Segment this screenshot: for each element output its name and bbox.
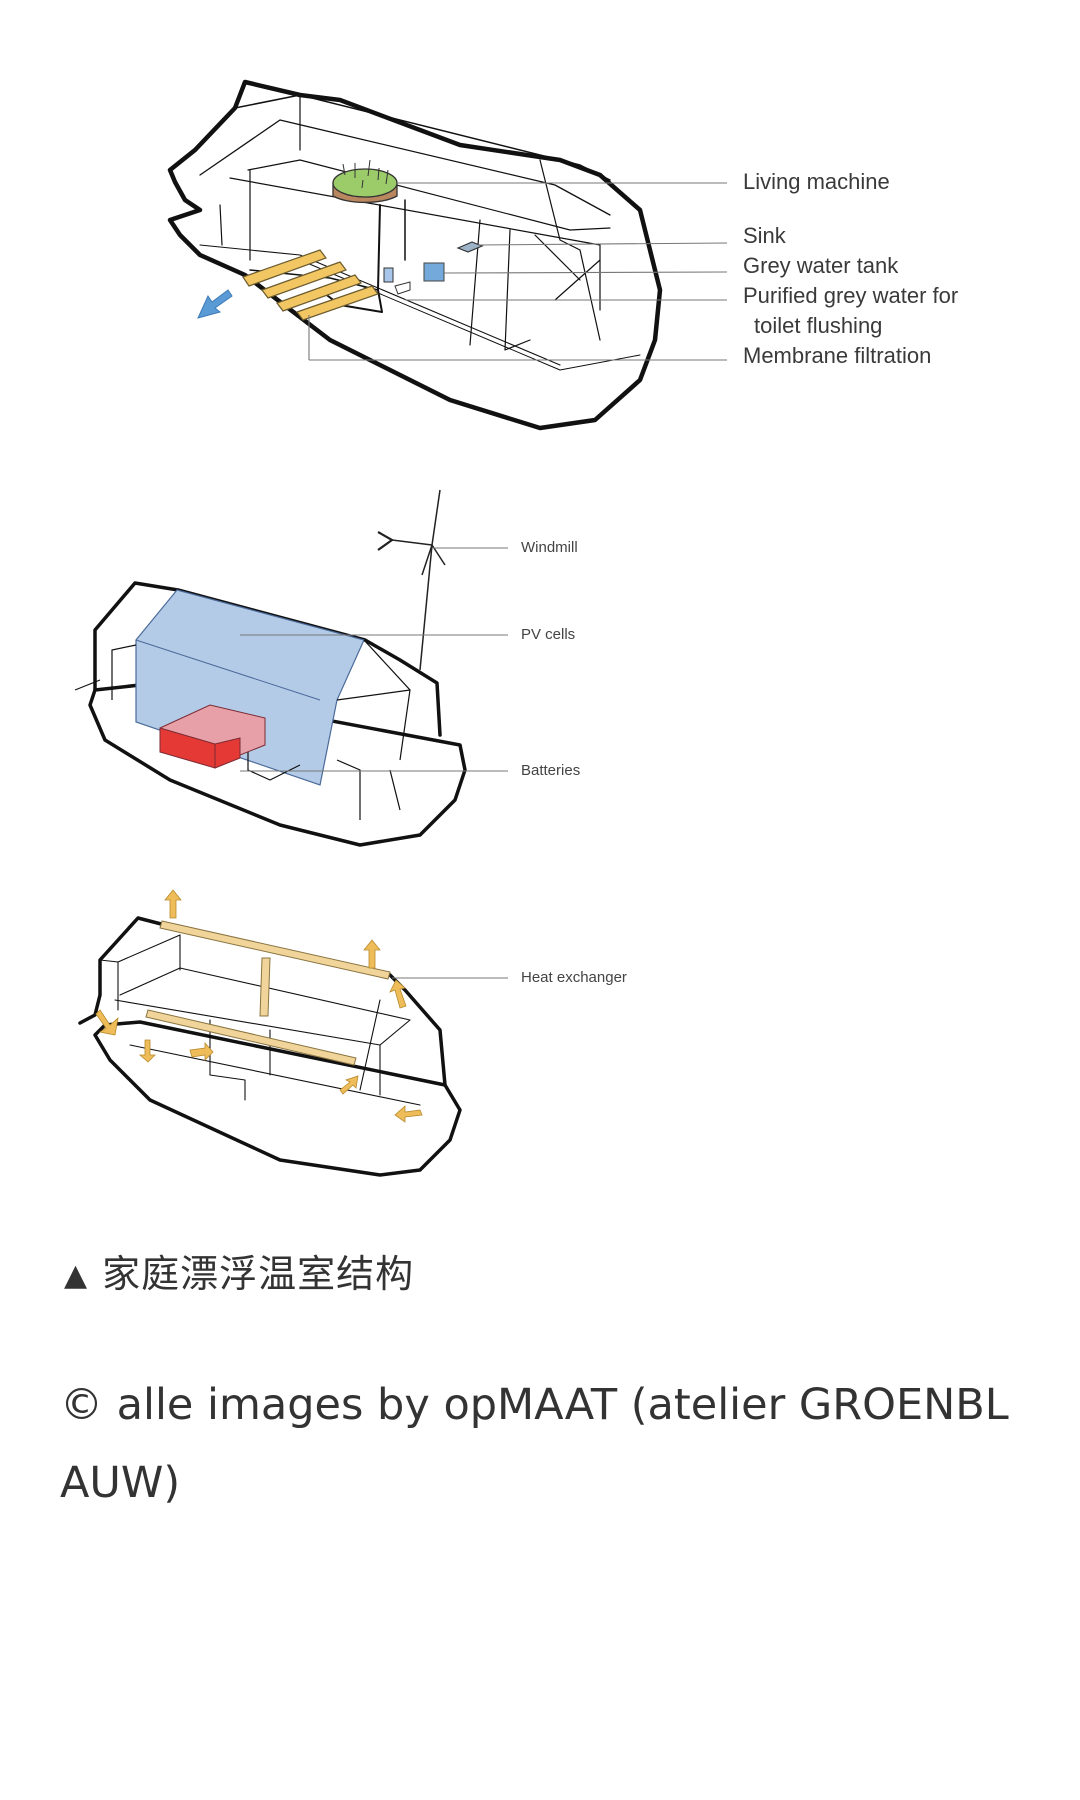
label-purified-grey-water: Purified grey water for — [743, 283, 959, 308]
label-sink: Sink — [743, 223, 786, 248]
caption-triangle-icon: ▲ — [64, 1258, 89, 1293]
grey-water-tank-icon — [383, 262, 445, 283]
image-credit: © alle images by opMAAT (atelier GROENBL… — [60, 1380, 1009, 1508]
outflow-arrow-icon — [197, 289, 233, 319]
batteries-icon — [159, 704, 266, 769]
label-toilet-flushing: toilet flushing — [754, 313, 883, 338]
label-batteries: Batteries — [521, 762, 581, 779]
heat-exchanger-icon — [145, 920, 391, 1066]
water-system-diagram: Living machine Sink Grey water tank Puri… — [0, 0, 1080, 440]
houseboat-water-sketch — [167, 79, 728, 431]
climate-system-diagram: Heat exchanger — [0, 870, 1080, 1200]
living-machine-icon — [332, 159, 398, 204]
label-heat-exchanger: Heat exchanger — [521, 969, 627, 986]
label-grey-water-tank: Grey water tank — [743, 253, 899, 278]
caption-text: 家庭漂浮温室结构 — [102, 1252, 415, 1296]
label-windmill: Windmill — [521, 539, 578, 556]
sink-icon — [456, 241, 484, 253]
airflow-arrows-icon — [95, 889, 423, 1123]
membrane-filtration-icon — [242, 249, 379, 321]
energy-system-diagram: Windmill PV cells Batteries — [0, 460, 1080, 860]
houseboat-heat-exchanger-sketch — [78, 889, 508, 1177]
windmill-icon — [377, 489, 446, 671]
figure-caption: ▲ 家庭漂浮温室结构 — [64, 1250, 414, 1300]
label-pv-cells: PV cells — [521, 626, 576, 643]
pv-cells-icon — [135, 589, 365, 786]
label-living-machine: Living machine — [743, 169, 890, 194]
label-membrane-filtration: Membrane filtration — [743, 343, 932, 368]
houseboat-energy-sketch — [74, 489, 508, 847]
